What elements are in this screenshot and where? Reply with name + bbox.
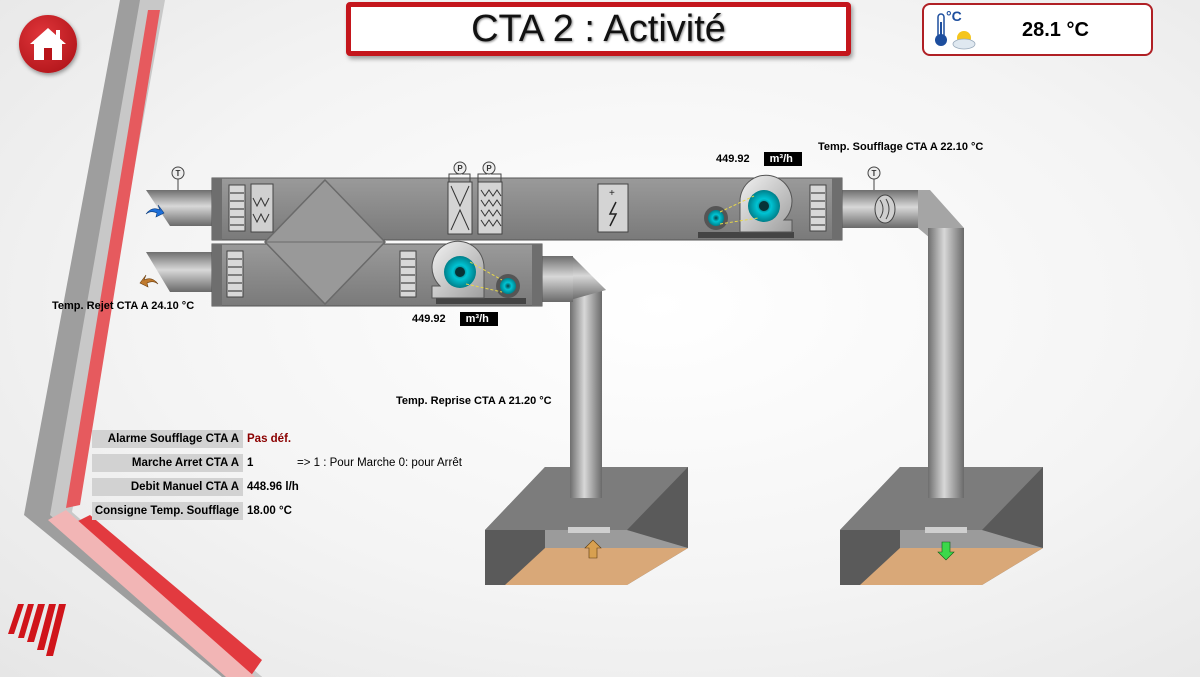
return-flow-unit: m³/h <box>459 312 498 326</box>
room-return <box>485 467 688 585</box>
temp-sensor-marker: T <box>176 169 181 178</box>
page-title: CTA 2 : Activité <box>471 7 726 50</box>
temp-soufflage-label: Temp. Soufflage CTA A 22.10 °C <box>818 141 984 153</box>
outdoor-temperature: 28.1 °C <box>1022 19 1089 41</box>
company-logo <box>8 604 66 656</box>
status-label-alarm: Alarme Soufflage CTA A <box>92 430 243 448</box>
status-value-debit[interactable]: 448.96 l/h <box>247 481 299 493</box>
ahu-lower <box>211 243 543 307</box>
supply-flow-readout: 449.92 m³/h <box>716 152 802 166</box>
status-value-marche-arret[interactable]: 1 <box>247 457 254 469</box>
return-duct <box>537 256 606 498</box>
home-icon <box>30 28 66 60</box>
airflow-arrow-return-icon <box>584 539 602 559</box>
return-flow-value: 449.92 <box>412 313 446 325</box>
page-title-box: CTA 2 : Activité <box>346 2 851 56</box>
status-note-marche-arret: => 1 : Pour Marche 0: pour Arrêt <box>297 457 462 469</box>
temp-sensor-marker: T <box>872 169 877 178</box>
status-label-marche-arret: Marche Arret CTA A <box>92 454 243 472</box>
return-fan <box>431 240 526 304</box>
supply-duct <box>840 190 964 498</box>
return-flow-readout: 449.92 m³/h <box>412 312 498 326</box>
decor-stripes <box>24 0 262 677</box>
status-value-consigne[interactable]: 18.00 °C <box>247 505 292 517</box>
weather-thermometer-icon <box>935 13 976 50</box>
status-value-alarm: Pas déf. <box>247 433 292 445</box>
pressure-sensor-marker: P <box>457 164 463 173</box>
temp-reprise-label: Temp. Reprise CTA A 21.20 °C <box>396 395 552 407</box>
home-button[interactable] <box>19 15 77 73</box>
supply-flow-value: 449.92 <box>716 153 750 165</box>
airflow-arrow-fresh-air-icon <box>145 204 165 218</box>
status-label-debit: Debit Manuel CTA A <box>92 478 243 496</box>
supply-fan <box>698 174 794 238</box>
sensor-markers <box>171 161 881 190</box>
outdoor-temperature-widget: °C 28.1 °C <box>922 3 1153 56</box>
room-supply <box>840 467 1043 585</box>
temp-rejet-label: Temp. Rejet CTA A 24.10 °C <box>52 300 195 312</box>
supply-flow-unit: m³/h <box>763 152 802 166</box>
pressure-sensor-marker: P <box>486 164 492 173</box>
airflow-arrow-exhaust-icon <box>139 274 159 288</box>
airflow-arrow-supply-icon <box>937 541 955 561</box>
status-label-consigne: Consigne Temp. Soufflage <box>92 502 243 520</box>
outside-air-inlets <box>146 190 212 292</box>
svg-text:+: + <box>609 188 615 199</box>
weather-unit-label: °C <box>946 8 962 24</box>
